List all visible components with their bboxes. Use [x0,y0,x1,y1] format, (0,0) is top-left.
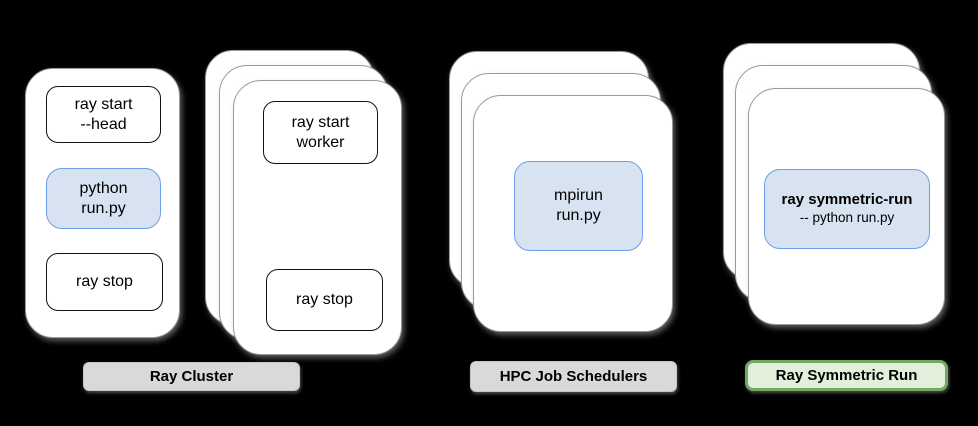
ray-start-head-box: ray start --head [46,86,161,143]
ray-symmetric-run-label-text: Ray Symmetric Run [775,367,918,384]
hpc-job-schedulers-label: HPC Job Schedulers [470,361,677,392]
mpirun-text: mpirun run.py [554,187,603,224]
ray-stop-head-text: ray stop [76,273,133,290]
symmetric-run-box: ray symmetric-run -- python run.py [764,169,930,249]
symmetric-node-card-front: ray symmetric-run -- python run.py [748,88,945,325]
symmetric-run-subtitle: -- python run.py [799,209,895,225]
ray-cluster-label-text: Ray Cluster [149,368,234,385]
ray-start-head-text: ray start --head [74,95,133,133]
worker-node-card-front: ray start worker ray stop [233,80,402,355]
ray-cluster-label: Ray Cluster [83,362,300,391]
ray-start-worker-text: ray start worker [291,113,350,151]
head-node-card: ray start --head python run.py ray stop [25,68,180,338]
ray-stop-head-box: ray stop [46,253,163,311]
hpc-job-schedulers-label-text: HPC Job Schedulers [499,368,648,385]
ray-stop-worker-box: ray stop [266,269,383,331]
python-run-box: python run.py [46,168,161,229]
hpc-node-card-front: mpirun run.py [473,95,673,332]
ray-stop-worker-text: ray stop [296,291,353,308]
ray-start-worker-box: ray start worker [263,101,378,164]
mpirun-box: mpirun run.py [514,161,643,251]
ray-symmetric-run-label: Ray Symmetric Run [745,360,948,391]
python-run-text: python run.py [79,179,128,217]
symmetric-run-title: ray symmetric-run [781,191,913,209]
